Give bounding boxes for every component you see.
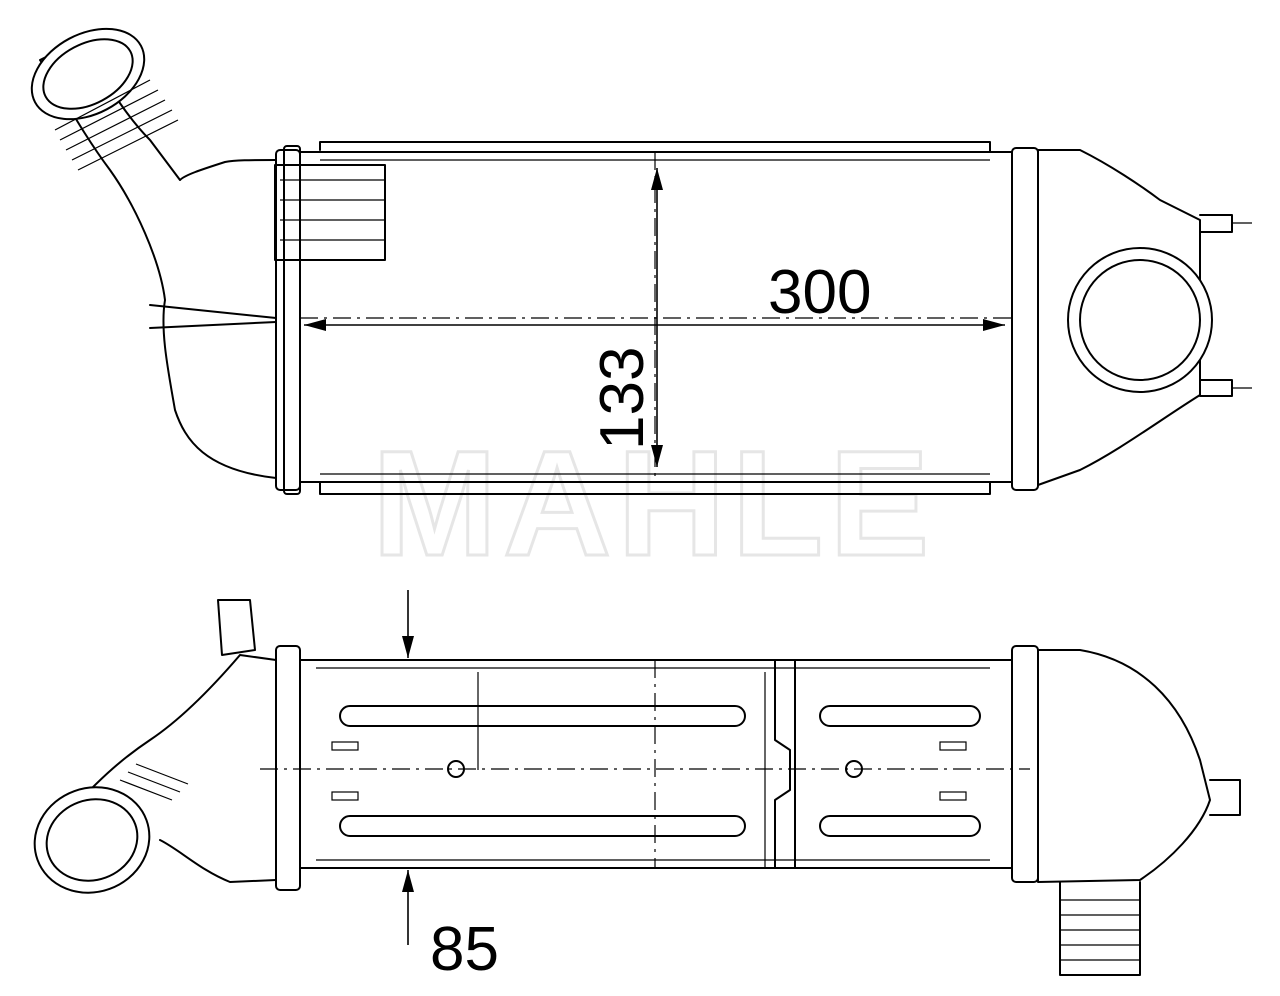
dimension-length: 300 — [304, 258, 1005, 331]
dimension-height-label: 133 — [588, 347, 657, 450]
dimension-depth-label: 85 — [430, 915, 499, 984]
dimension-length-label: 300 — [768, 258, 871, 327]
intercooler-top-view-icon — [33, 599, 1241, 976]
dimension-height: 133 — [588, 168, 663, 467]
intercooler-front-view-icon — [30, 27, 1252, 495]
brand-watermark: MAHLE — [372, 419, 935, 587]
dimension-depth: 85 — [402, 590, 499, 984]
